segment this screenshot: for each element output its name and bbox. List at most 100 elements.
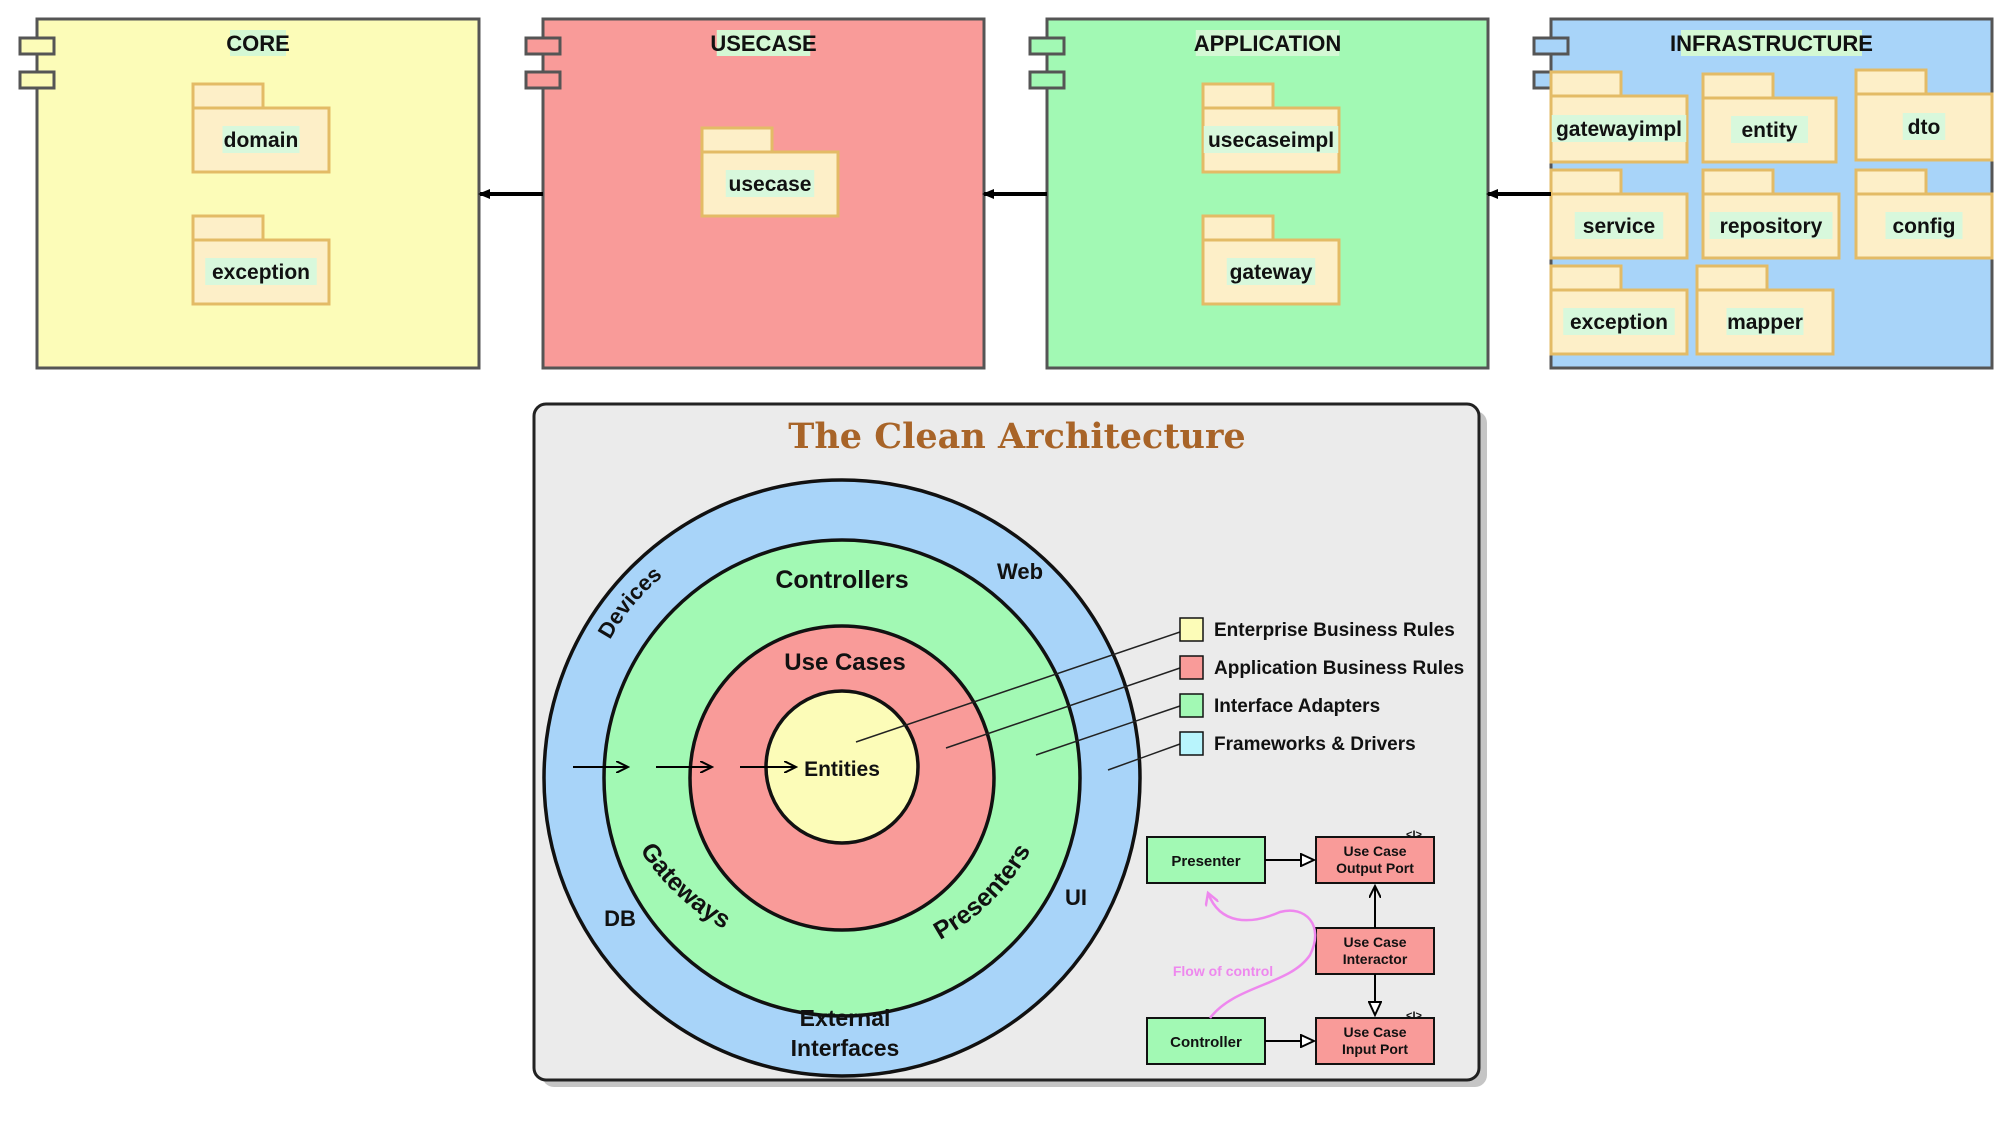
package-label-usecase: usecase [729, 173, 812, 196]
output-port-interface-marker: <I> [1406, 829, 1422, 841]
package-tab [1854, 68, 1928, 98]
package-label-highlight [725, 170, 815, 197]
legend-swatch-enterprise-business-rules [1179, 617, 1204, 642]
component-row: CORE domain exception USECASE usecase APPLICA… [18, 17, 1994, 370]
component-port-icon [18, 70, 56, 90]
output-port-label-1: Use Case [1343, 843, 1406, 859]
package-repository: repository [1701, 168, 1841, 260]
component-core: CORE domain exception [18, 17, 481, 370]
component-title-application: APPLICATION [1194, 31, 1341, 56]
package-tab [1695, 264, 1769, 294]
package-label-highlight [1226, 258, 1316, 285]
clean-title: The Clean Architecture [788, 416, 1245, 457]
legend-label-frameworks-drivers: Frameworks & Drivers [1214, 734, 1416, 755]
package-label-repository: repository [1720, 215, 1823, 238]
input-port-label-1: Use Case [1343, 1024, 1406, 1040]
package-label-exception: exception [1570, 311, 1668, 334]
component-infrastructure: INFRASTRUCTURE gatewayimpl entity dto servic… [1532, 17, 1994, 370]
ring-label-web: Web [997, 559, 1043, 584]
package-tab [1549, 168, 1623, 198]
package-label-highlight [1885, 212, 1963, 239]
component-application: APPLICATION usecaseimpl gateway [1028, 17, 1490, 370]
package-service: service [1549, 168, 1689, 260]
interactor-label-1: Use Case [1343, 934, 1406, 950]
package-label-highlight [1551, 115, 1687, 142]
component-title-highlight [1681, 30, 1862, 56]
legend-leader-1 [855, 631, 1181, 743]
input-port-label-2: Input Port [1342, 1041, 1408, 1057]
component-port-icon [18, 36, 56, 56]
package-label-service: service [1583, 215, 1655, 238]
legend-leaders [855, 631, 1181, 771]
package-tab [191, 82, 265, 112]
component-usecase: USECASE usecase [524, 17, 986, 370]
package-exception: exception [1549, 264, 1689, 356]
package-label-highlight [1726, 308, 1804, 335]
package-usecaseimpl: usecaseimpl [1201, 82, 1341, 174]
package-tab [191, 214, 265, 244]
package-label-highlight [1574, 212, 1664, 239]
input-port-box [1315, 1017, 1435, 1065]
legend-swatch-application-business-rules [1179, 655, 1204, 680]
legend-label-interface-adapters: Interface Adapters [1214, 696, 1380, 717]
legend-label-enterprise-business-rules: Enterprise Business Rules [1214, 620, 1455, 641]
legend-leader-3 [1035, 705, 1181, 756]
package-label-highlight [205, 258, 317, 285]
component-title-usecase: USECASE [710, 31, 816, 56]
component-title-highlight [230, 30, 286, 56]
package-tab [1854, 168, 1928, 198]
output-port-label-2: Output Port [1336, 860, 1414, 876]
package-tab [1701, 168, 1775, 198]
package-label-highlight [1709, 212, 1833, 239]
package-exception: exception [191, 214, 331, 306]
clean-architecture-panel: The Clean Architecture Devices Web DB UI… [532, 402, 1487, 1087]
ring-label-db: DB [604, 906, 636, 931]
legend-swatch-frameworks-drivers [1179, 731, 1204, 756]
component-port-icon [1532, 36, 1570, 56]
package-entity: entity [1701, 72, 1838, 164]
component-port-icon [1028, 70, 1066, 90]
ring-label-interfaces: Interfaces [791, 1035, 900, 1061]
flow-of-control-curve [1208, 893, 1317, 1019]
legend-leader-2 [945, 667, 1181, 749]
package-body [191, 106, 331, 174]
package-gateway: gateway [1201, 214, 1341, 306]
ring-label-controllers: Controllers [775, 566, 908, 594]
legend-swatch-interface-adapters [1179, 693, 1204, 718]
package-tab [1201, 214, 1275, 244]
package-tab [1549, 264, 1623, 294]
package-tab [1701, 72, 1775, 102]
package-gatewayimpl: gatewayimpl [1549, 70, 1689, 164]
package-label-exception: exception [212, 261, 310, 284]
package-tab [1549, 70, 1623, 100]
presenter-box [1146, 836, 1266, 884]
package-domain: domain [191, 82, 331, 174]
component-box-core [35, 17, 481, 370]
package-label-highlight [1731, 116, 1808, 143]
package-dto: dto [1854, 68, 1994, 162]
flow-of-control: Presenter Controller Use Case Output Por… [1146, 829, 1435, 1065]
ring-label-entities: Entities [804, 758, 880, 781]
package-mapper: mapper [1695, 264, 1835, 356]
component-port-icon [524, 70, 562, 90]
package-label-gateway: gateway [1230, 261, 1313, 284]
package-label-entity: entity [1741, 119, 1797, 142]
package-label-gatewayimpl: gatewayimpl [1556, 118, 1682, 141]
package-label-highlight [1203, 126, 1339, 153]
component-title-infrastructure: INFRASTRUCTURE [1670, 31, 1873, 56]
package-label-mapper: mapper [1727, 311, 1803, 334]
component-title-core: CORE [226, 31, 290, 56]
package-label-highlight [1902, 113, 1946, 140]
package-label-config: config [1893, 215, 1956, 238]
component-port-icon [524, 36, 562, 56]
package-label-dto: dto [1908, 116, 1941, 139]
output-port-box [1315, 836, 1435, 884]
controller-label: Controller [1170, 1034, 1242, 1051]
package-label-usecaseimpl: usecaseimpl [1208, 129, 1334, 152]
package-tab [700, 126, 774, 156]
ring-label-external: External [800, 1005, 891, 1031]
flow-of-control-label: Flow of control [1173, 963, 1273, 979]
package-label-highlight [222, 126, 300, 153]
